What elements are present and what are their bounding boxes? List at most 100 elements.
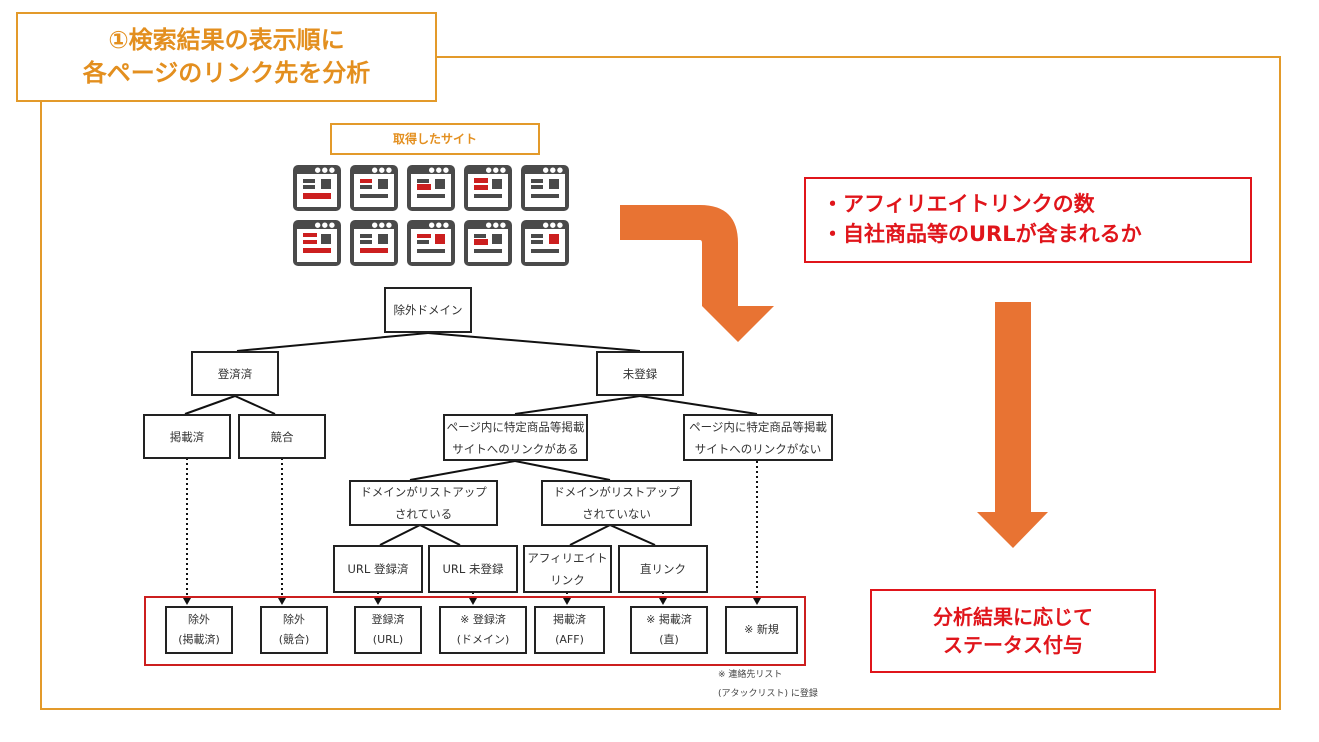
connector-line [419, 524, 461, 546]
image-block-icon [492, 234, 502, 244]
website-icon: ●●● [293, 165, 341, 211]
arrowhead-icon [469, 598, 477, 605]
text-line-icon [474, 185, 488, 190]
text-line-icon [360, 248, 388, 253]
image-block-icon [549, 234, 559, 244]
window-body [468, 174, 508, 207]
text-line-icon [303, 185, 315, 189]
text-line-icon [303, 179, 315, 183]
arrowhead-icon [563, 598, 571, 605]
text-line-icon [474, 249, 502, 253]
node-unregistered: 未登録 [596, 351, 684, 396]
window-dots-icon: ●●● [485, 166, 507, 174]
image-block-icon [549, 179, 559, 189]
window-dots-icon: ●●● [371, 221, 393, 229]
image-block-icon [321, 234, 331, 244]
website-icon: ●●● [407, 165, 455, 211]
status-box: 除外 (掲載済) [165, 606, 233, 654]
window-body [297, 174, 337, 207]
connector-line [379, 524, 421, 546]
text-line-icon [531, 185, 543, 189]
text-line-icon [303, 233, 317, 237]
status-group-frame [144, 596, 806, 666]
website-icon: ●●● [521, 220, 569, 266]
arrowhead-icon [278, 598, 286, 605]
node-no-link: ページ内に特定商品等掲載 サイトへのリンクがない [683, 414, 833, 461]
window-dots-icon: ●●● [371, 166, 393, 174]
text-line-icon [303, 193, 331, 199]
window-body [354, 174, 394, 207]
node-registered: 登済済 [191, 351, 279, 396]
image-block-icon [435, 179, 445, 189]
text-line-icon [417, 184, 431, 190]
analysis-criteria-box: ・アフィリエイトリンクの数 ・自社商品等のURLが含まれるか [804, 177, 1252, 263]
window-dots-icon: ●●● [542, 221, 564, 229]
status-box: 掲載済 (AFF) [534, 606, 605, 654]
connector-line [236, 332, 429, 352]
text-line-icon [531, 194, 559, 198]
status-assignment-box: 分析結果に応じて ステータス付与 [870, 589, 1156, 673]
window-body [525, 229, 565, 262]
text-line-icon [417, 179, 429, 183]
text-line-icon [531, 249, 559, 253]
text-line-icon [360, 240, 372, 244]
connector-line [514, 460, 611, 481]
arrowhead-icon [753, 598, 761, 605]
connector-line [184, 395, 236, 415]
connector-line [639, 395, 758, 415]
image-block-icon [321, 179, 331, 189]
website-icon: ●●● [350, 220, 398, 266]
down-arrow-icon [977, 302, 1048, 548]
image-block-icon [378, 234, 388, 244]
node-url-unregistered: URL 未登録 [428, 545, 518, 593]
website-icon: ●●● [293, 220, 341, 266]
text-line-icon [417, 234, 431, 238]
status-box: 登録済 (URL) [354, 606, 422, 654]
node-competitor: 競合 [238, 414, 326, 459]
step-title-text: ①検索結果の表示順に 各ページのリンク先を分析 [82, 26, 371, 87]
text-line-icon [360, 234, 372, 238]
node-domain-not-listed: ドメインがリストアップ されていない [541, 480, 692, 526]
window-body [411, 229, 451, 262]
text-line-icon [303, 240, 317, 244]
text-line-icon [360, 179, 372, 183]
text-line-icon [303, 248, 331, 253]
text-line-icon [360, 194, 388, 198]
text-line-icon [417, 240, 429, 244]
text-line-icon [474, 194, 502, 198]
text-line-icon [417, 194, 445, 198]
image-block-icon [435, 234, 445, 244]
node-affiliate-link: アフィリエイト リンク [523, 545, 612, 593]
text-line-icon [474, 178, 488, 183]
window-body [354, 229, 394, 262]
text-line-icon [417, 249, 445, 253]
status-box: 除外 (競合) [260, 606, 328, 654]
window-dots-icon: ●●● [428, 166, 450, 174]
status-box: ※ 新規 [725, 606, 798, 654]
node-domain-listed: ドメインがリストアップ されている [349, 480, 498, 526]
outer-frame [40, 56, 1281, 710]
text-line-icon [531, 240, 543, 244]
arrowhead-icon [374, 598, 382, 605]
website-icon: ●●● [350, 165, 398, 211]
text-line-icon [474, 234, 486, 238]
website-icon: ●●● [464, 165, 512, 211]
window-body [297, 229, 337, 262]
image-block-icon [492, 179, 502, 189]
connector-line [569, 524, 611, 546]
website-icon: ●●● [464, 220, 512, 266]
text-line-icon [474, 239, 488, 245]
node-excluded-domain: 除外ドメイン [384, 287, 472, 333]
text-line-icon [360, 185, 372, 189]
window-dots-icon: ●●● [485, 221, 507, 229]
acquired-sites-label: 取得したサイト [330, 123, 540, 155]
window-dots-icon: ●●● [428, 221, 450, 229]
arrowhead-icon [183, 598, 191, 605]
connector-line [427, 332, 641, 352]
connector-line [234, 395, 276, 415]
node-published: 掲載済 [143, 414, 231, 459]
footnote: ※ 連絡先リスト (アタックリスト) に登録 [718, 670, 818, 699]
status-box: ※ 登録済 (ドメイン) [439, 606, 527, 654]
window-body [525, 174, 565, 207]
